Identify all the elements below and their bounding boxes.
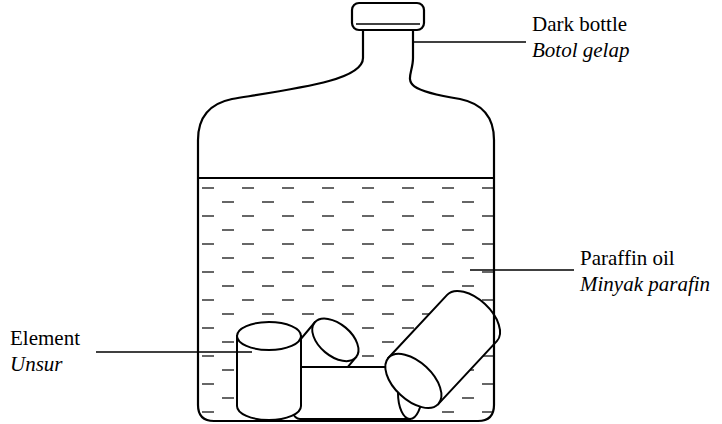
english-label: Dark bottle [532, 12, 627, 36]
cap-rim [356, 23, 420, 25]
leader-line [96, 351, 252, 352]
english-label: Element [10, 326, 80, 350]
malay-label: Botol gelap [532, 38, 629, 62]
malay-label: Unsur [10, 352, 63, 376]
bottle-cap [352, 3, 424, 30]
oil-surface [198, 177, 494, 179]
malay-label: Minyak parafin [580, 272, 710, 296]
leader-line [470, 269, 574, 270]
dark-bottle [198, 30, 494, 421]
leader-line [413, 41, 526, 42]
english-label: Paraffin oil [580, 246, 675, 270]
element-pieces [237, 281, 510, 420]
